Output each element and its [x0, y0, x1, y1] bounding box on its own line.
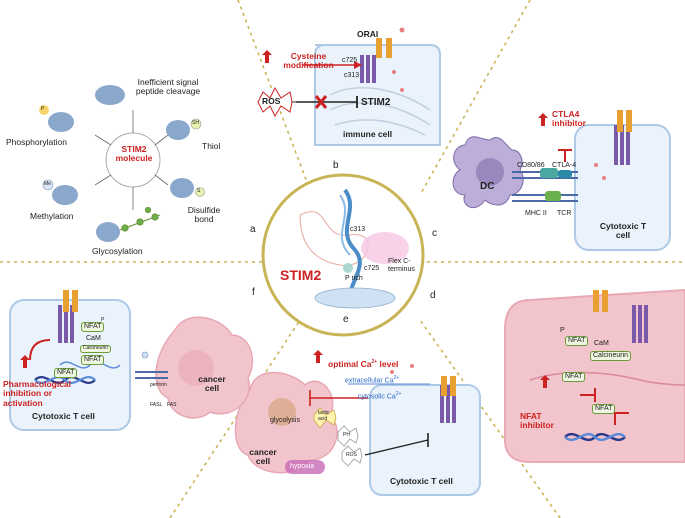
- lactic-acid-label: lactic acid: [318, 410, 330, 422]
- signal-peptide-label: Inefficient signal peptide cleavage: [135, 77, 201, 97]
- fasl-label: FASL: [150, 402, 163, 408]
- b-c725-label: c725: [342, 57, 358, 64]
- ctla4-inhibitor-label: CTLA4 inhibitor: [552, 109, 586, 129]
- d-nfat-box-1: NFAT: [565, 336, 589, 346]
- phospho-badge-icon: P: [41, 106, 45, 112]
- cd80-86-label: CD80/86: [517, 162, 545, 169]
- e-ros-label: ROS: [346, 452, 357, 458]
- disulfide-badge-icon: S: [197, 188, 201, 194]
- extracellular-ca-label: extracellular Ca2+: [345, 375, 400, 385]
- panel-letter-d: d: [430, 290, 436, 301]
- tcr-label: TCR: [557, 210, 572, 217]
- f-p-badge: P: [101, 317, 105, 323]
- nfat-inhibitor-label: NFAT inhibitor: [520, 411, 554, 431]
- center-title: STIM2: [280, 267, 322, 283]
- stim2-molecule-label: STIM2 molecule: [115, 144, 153, 164]
- fas-label: FAS: [167, 402, 177, 408]
- d-p-badge: P: [560, 327, 565, 334]
- cysteine-modification-label: Cysteine modification: [283, 51, 334, 71]
- panel-letter-b: b: [333, 160, 339, 171]
- panel-a-diagram: [39, 85, 205, 242]
- pharmacological-label: Pharmacological inhibition or activation: [3, 379, 72, 408]
- perforin-label: perforin: [150, 382, 167, 388]
- thiol-label: Thiol: [202, 141, 221, 151]
- panel-c-dc-tcell: [452, 110, 671, 251]
- f-cancer-cell-label: cancer cell: [198, 374, 226, 394]
- glycosylation-label: Glycosylation: [92, 246, 143, 256]
- disulfide-label: Disulfide bond: [187, 205, 221, 225]
- hypoxia-label: hypoxia: [290, 463, 315, 470]
- cytosolic-ca-label: cytosolic Ca2+: [358, 391, 402, 401]
- d-calcineurin-box: Calcineurin: [590, 351, 632, 361]
- center-stim2-structure: [261, 173, 425, 337]
- panel-f-tcell-cancer: [9, 290, 254, 431]
- panel-letter-c: c: [432, 228, 437, 239]
- thiol-badge-icon: SH: [192, 120, 199, 126]
- dc-label: DC: [480, 181, 495, 192]
- methylation-label: Methylation: [30, 211, 74, 221]
- orai-label: ORAI: [357, 29, 379, 39]
- panel-b-immune-cell: [257, 27, 441, 146]
- optimal-ca-label: optimal Ca2+ level: [328, 359, 399, 369]
- e-cancer-cell-label: cancer cell: [249, 447, 277, 467]
- immune-cell-label: immune cell: [343, 129, 393, 139]
- methyl-badge-icon: Me: [44, 181, 51, 187]
- b-c313-label: c313: [344, 72, 360, 79]
- d-nfat-box-3: NFAT: [592, 404, 616, 414]
- ros-label: ROS: [262, 96, 281, 106]
- f-nfat-box-1: NFAT: [81, 322, 105, 332]
- mhc-ii-label: MHC II: [525, 210, 547, 217]
- phosphorylation-label: Phosphorylation: [6, 137, 67, 147]
- ctla4-label: CTLA-4: [552, 162, 577, 169]
- ph-label: PH: [343, 432, 350, 438]
- c-tcell-label: Cytotoxic T cell: [599, 221, 647, 241]
- f-cam-label: CaM: [86, 335, 101, 342]
- f-nfat-box-3: NFAT: [54, 368, 78, 378]
- stim2-label: STIM2: [361, 97, 391, 108]
- glycolysis-label: glycolysis: [270, 417, 300, 424]
- e-tcell-label: Cytotoxic T cell: [390, 476, 453, 486]
- f-tcell-label: Cytotoxic T cell: [32, 411, 95, 421]
- center-c725-label: c725: [364, 265, 380, 272]
- panel-d-nfat-pathway: [504, 288, 685, 463]
- panel-letter-a: a: [250, 224, 256, 235]
- f-calcineurin-box: Calcineurin: [80, 345, 112, 353]
- d-cam-label: CaM: [594, 340, 609, 347]
- center-p-rich-label: P rich: [345, 275, 363, 282]
- f-nfat-box-2: NFAT: [81, 355, 105, 365]
- panel-letter-f: f: [252, 287, 255, 298]
- d-nfat-box-2: NFAT: [562, 372, 586, 382]
- center-flex-label: Flex C-terminus: [388, 258, 415, 273]
- center-c313-label: c313: [350, 226, 366, 233]
- panel-letter-e: e: [343, 314, 349, 325]
- panel-e-tumor-microenvironment: [234, 350, 481, 496]
